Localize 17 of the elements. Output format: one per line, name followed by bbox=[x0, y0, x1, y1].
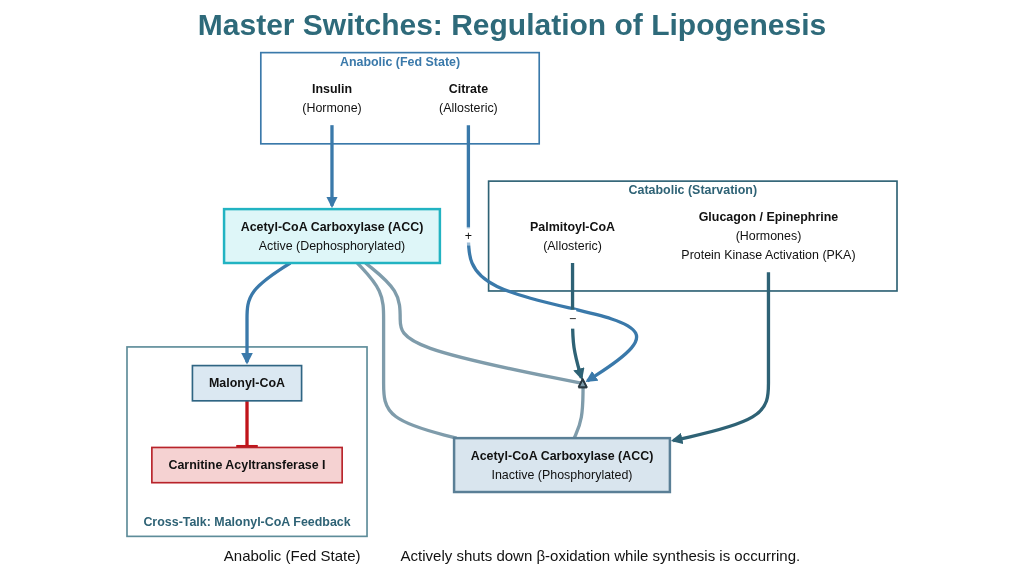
arrow bbox=[326, 125, 338, 209]
arrow bbox=[570, 263, 585, 380]
arrow bbox=[670, 272, 771, 445]
node-box: Acetyl-CoA Carboxylase (ACC) Active (Dephosphorylated) bbox=[222, 207, 442, 265]
node-box: Malonyl-CoA bbox=[191, 364, 303, 402]
edge-label: − bbox=[568, 311, 577, 326]
connector bbox=[572, 387, 585, 439]
node-text: Palmitoyl-CoA (Allosteric) bbox=[530, 219, 616, 252]
node-text: Citrate (Allosteric) bbox=[439, 81, 498, 114]
edge-label: + bbox=[464, 228, 473, 243]
note-text: Anabolic (Fed State) bbox=[223, 547, 361, 564]
node-box: Acetyl-CoA Carboxylase (ACC) Inactive (Phosphorylated) bbox=[452, 436, 672, 494]
node-text: Insulin (Hormone) bbox=[302, 81, 362, 114]
connector bbox=[245, 400, 249, 448]
node-text: Glucagon / Epinephrine (Hormones) Protein Kinase Activation (PKA) bbox=[681, 209, 856, 262]
diagram-title: Master Switches: Regulation of Lipogenesis bbox=[196, 8, 828, 42]
note-text: Actively shuts down β-oxidation while synthesis is occurring. bbox=[400, 547, 801, 564]
